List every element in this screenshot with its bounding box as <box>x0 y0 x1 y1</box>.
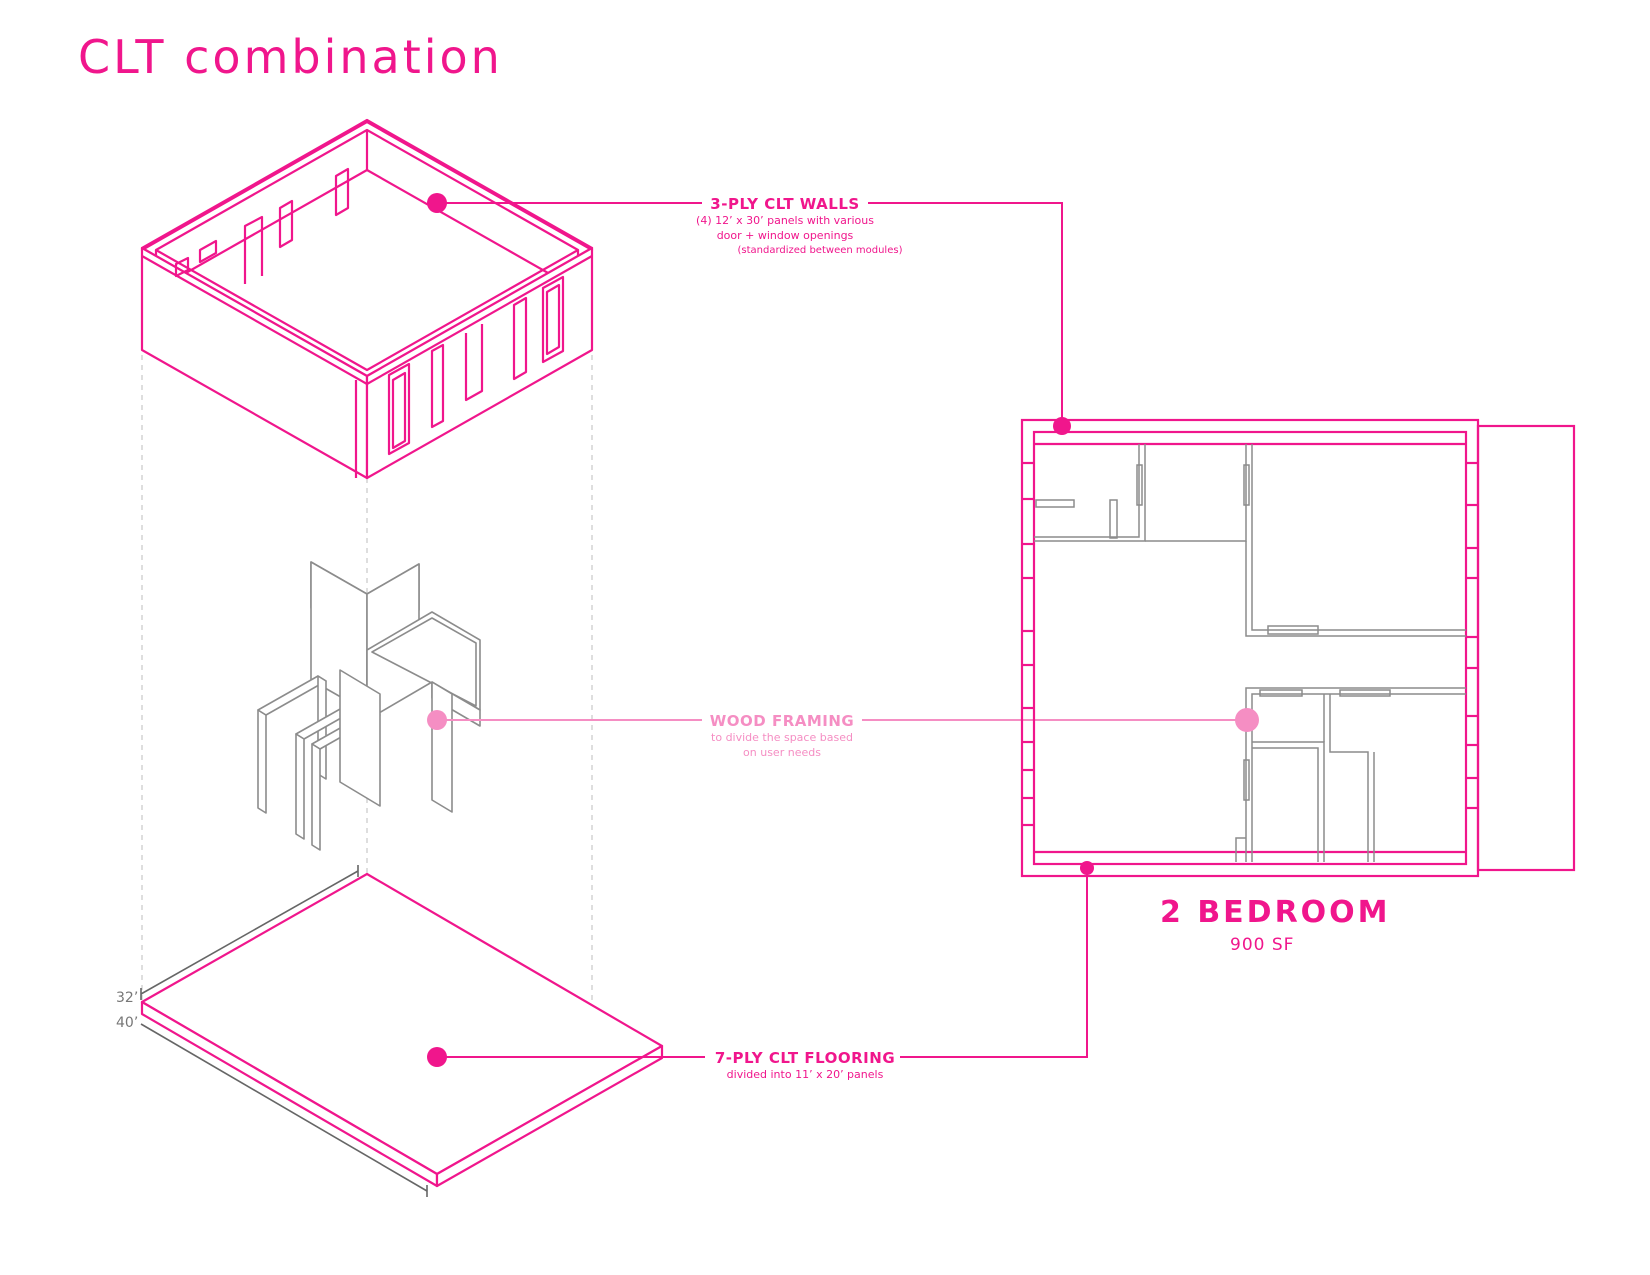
walls-dot-model <box>427 193 447 213</box>
plan-clt-walls <box>1020 418 1576 878</box>
floor-plan <box>1020 418 1576 878</box>
clt-walls-model <box>140 118 594 480</box>
page-title: CLT combination <box>78 30 503 84</box>
slab-dimension-lines <box>140 865 428 1197</box>
plan-wood-framing <box>1034 444 1466 862</box>
framing-heading: WOOD FRAMING <box>709 712 855 730</box>
walls-line3: (standardized between modules) <box>737 245 903 256</box>
dimension-width: 32’ <box>116 990 139 1006</box>
walls-callout: 3-PLY CLT WALLS (4) 12’ x 30’ panels wit… <box>660 195 910 258</box>
walls-dot-plan <box>1053 417 1071 435</box>
walls-line2: door + window openings <box>716 229 854 242</box>
framing-dot-model <box>427 710 447 730</box>
flooring-dot-model <box>427 1047 447 1067</box>
wood-framing-model <box>257 561 481 851</box>
dimension-length: 40’ <box>116 1015 139 1031</box>
framing-dot-plan <box>1235 708 1259 732</box>
flooring-heading: 7-PLY CLT FLOORING <box>714 1049 896 1067</box>
leader-lines <box>437 202 1247 1058</box>
callout-dots <box>427 193 1259 1067</box>
flooring-line1: divided into 11’ x 20’ panels <box>726 1068 884 1081</box>
unit-name: 2 BEDROOM <box>1160 895 1391 930</box>
clt-flooring-model <box>140 872 664 1188</box>
walls-line1: (4) 12’ x 30’ panels with various <box>696 214 874 227</box>
walls-heading: 3-PLY CLT WALLS <box>710 195 860 213</box>
framing-line2: on user needs <box>743 746 821 759</box>
unit-area: 900 SF <box>1230 935 1295 955</box>
flooring-dot-plan <box>1080 861 1094 875</box>
framing-callout: WOOD FRAMING to divide the space based o… <box>682 712 882 760</box>
flooring-callout: 7-PLY CLT FLOORING divided into 11’ x 20… <box>700 1049 910 1082</box>
framing-line1: to divide the space based <box>711 731 853 744</box>
